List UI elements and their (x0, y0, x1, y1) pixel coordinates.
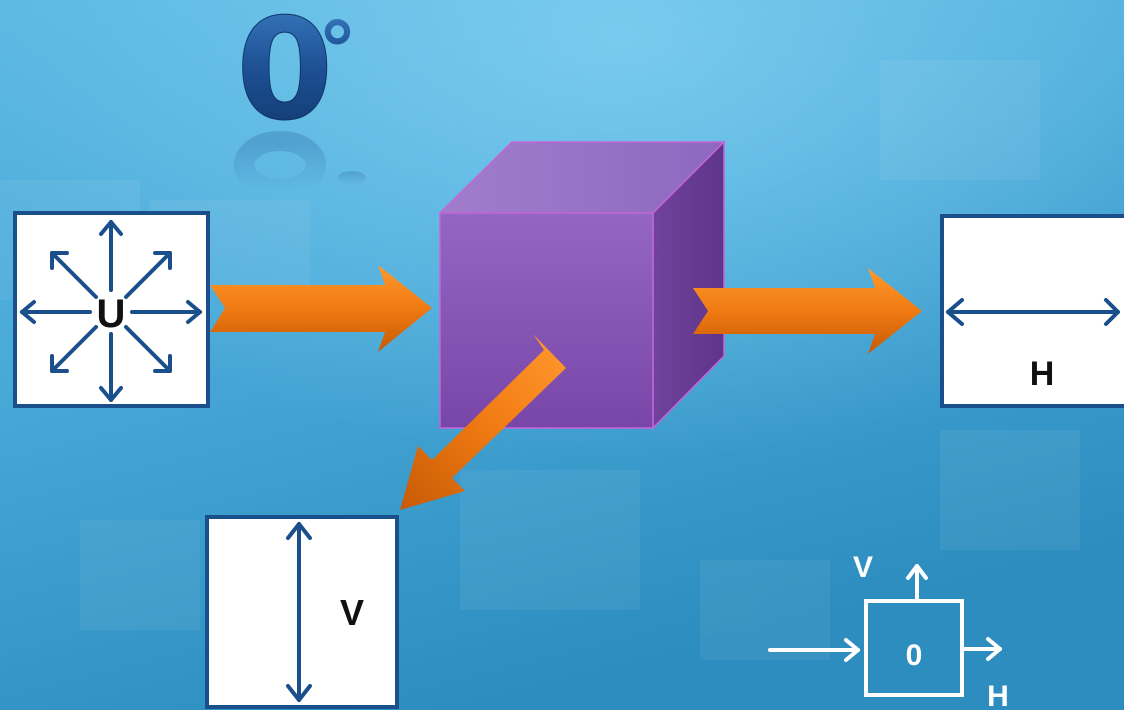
input-beam-arrow (210, 265, 432, 352)
input-box-label: U (97, 292, 126, 336)
legend-arrows-icon (768, 564, 1002, 662)
vertical-box-label: V (340, 592, 364, 633)
legend-h-label: H (987, 680, 1009, 710)
angle-reflection (234, 131, 366, 199)
degree-symbol: ° (318, 7, 357, 97)
input-unpolarized-box: U (13, 211, 210, 408)
horizontal-output-arrow (693, 268, 922, 354)
angle-number: 0 (236, 0, 333, 152)
horizontal-arrow-icon (946, 298, 1120, 326)
horizontal-box-label: H (1030, 355, 1055, 393)
legend-box-label: 0 (906, 639, 923, 672)
legend-v-label: V (853, 551, 873, 584)
legend-box (864, 599, 964, 697)
cube-front-face (439, 212, 654, 429)
angle-title: 0 ° (234, 0, 366, 199)
radial-arrows-icon (20, 220, 202, 402)
vertical-output-arrow (400, 334, 566, 510)
legend: 0 V H (768, 551, 1009, 710)
background-pattern (0, 60, 1080, 660)
horizontal-output-box: H (940, 214, 1124, 408)
vertical-output-box: V (205, 515, 399, 709)
polarizing-cube (438, 140, 726, 430)
vertical-arrow-icon (286, 522, 312, 702)
